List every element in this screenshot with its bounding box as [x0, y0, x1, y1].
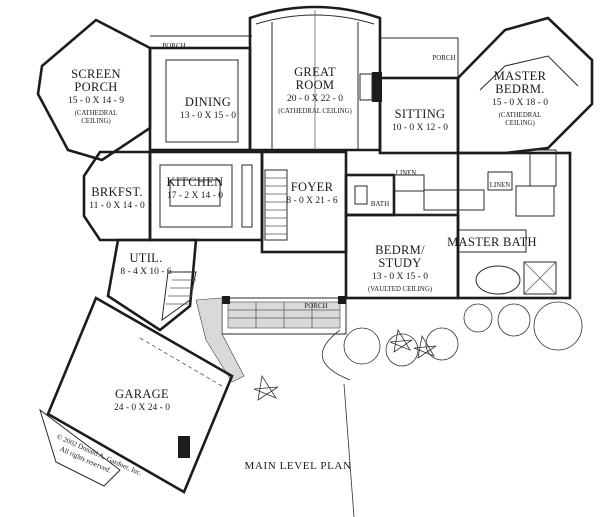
room-name-line: FOYER: [291, 180, 334, 194]
room-name-line: STUDY: [378, 256, 421, 270]
linen-label-2: LINEN: [490, 182, 510, 189]
room-name-line: GARAGE: [115, 387, 169, 401]
room-name-line: KITCHEN: [167, 175, 224, 189]
room-garage: GARAGE 24 - 0 X 24 - 0: [114, 387, 170, 413]
porch-labels: PORCH PORCH PORCH: [162, 42, 455, 310]
room-name-line: ROOM: [296, 78, 335, 92]
porch-label-rear-left: PORCH: [162, 42, 185, 50]
room-master-bath: MASTER BATH: [447, 235, 537, 249]
room-ceiling-note: (CATHEDRAL: [75, 110, 118, 117]
landscaping: [253, 301, 583, 517]
room-name-line: UTIL.: [129, 251, 162, 265]
room-name-line: MASTER: [494, 69, 547, 83]
room-dimensions: 13 - 0 X 15 - 0: [372, 272, 428, 282]
utility-stair: [161, 271, 197, 322]
room-dimensions: 11 - 0 X 14 - 0: [89, 201, 145, 211]
room-name-line: BRKFST.: [91, 185, 143, 199]
room-dimensions: 8 - 4 X 10 - 6: [120, 267, 171, 277]
porch-label-front: PORCH: [304, 302, 327, 310]
room-name-line: BEDRM/: [375, 243, 425, 257]
room-bedroom-study: BEDRM/STUDY 13 - 0 X 15 - 0 (VAULTED CEILI…: [368, 243, 432, 293]
room-foyer: FOYER 8 - 0 X 21 - 6: [286, 180, 337, 206]
room-breakfast: BRKFST. 11 - 0 X 14 - 0: [89, 185, 145, 211]
room-utility: UTIL. 8 - 4 X 10 - 6: [120, 251, 171, 277]
room-dimensions: 15 - 0 X 14 - 9: [68, 96, 124, 106]
room-name-line: BEDRM.: [495, 82, 544, 96]
room-ceiling-note: (CATHEDRAL: [499, 112, 542, 119]
room-dimensions: 15 - 0 X 18 - 0: [492, 98, 548, 108]
porch-paving-lines: [228, 302, 340, 328]
room-name-line: SITTING: [395, 107, 446, 121]
room-sitting: SITTING 10 - 0 X 12 - 0: [392, 107, 448, 133]
room-dimensions: 24 - 0 X 24 - 0: [114, 403, 170, 413]
bath-label: BATH: [371, 200, 389, 208]
plan-title: MAIN LEVEL PLAN: [245, 460, 352, 472]
room-ceiling-note: (CATHEDRAL CEILING): [278, 108, 352, 115]
room-name-line: GREAT: [294, 65, 336, 79]
exterior-walls: [36, 5, 594, 494]
room-name-line: SCREEN: [71, 67, 121, 81]
garage-structure: [39, 296, 234, 494]
room-dimensions: 10 - 0 X 12 - 0: [392, 123, 448, 133]
room-name-line: DINING: [185, 95, 231, 109]
stair-treads: [264, 169, 288, 241]
room-dining: DINING 13 - 0 X 15 - 0: [180, 95, 236, 121]
room-dimensions: 8 - 0 X 21 - 6: [286, 196, 337, 206]
room-ceiling-note: CEILING): [505, 120, 534, 127]
room-kitchen: KITCHEN 17 - 2 X 14 - 0: [167, 175, 224, 201]
room-dimensions: 13 - 0 X 15 - 0: [180, 111, 236, 121]
porch-label-rear-right: PORCH: [432, 54, 455, 62]
room-name-line: PORCH: [74, 80, 117, 94]
room-ceiling-note: CEILING): [81, 118, 110, 125]
linen-label-1: LINEN: [396, 170, 416, 177]
room-ceiling-note: (VAULTED CEILING): [368, 286, 432, 293]
room-dimensions: 17 - 2 X 14 - 0: [167, 191, 223, 201]
room-name-line: MASTER BATH: [447, 235, 537, 249]
room-dimensions: 20 - 0 X 22 - 0: [287, 94, 343, 104]
